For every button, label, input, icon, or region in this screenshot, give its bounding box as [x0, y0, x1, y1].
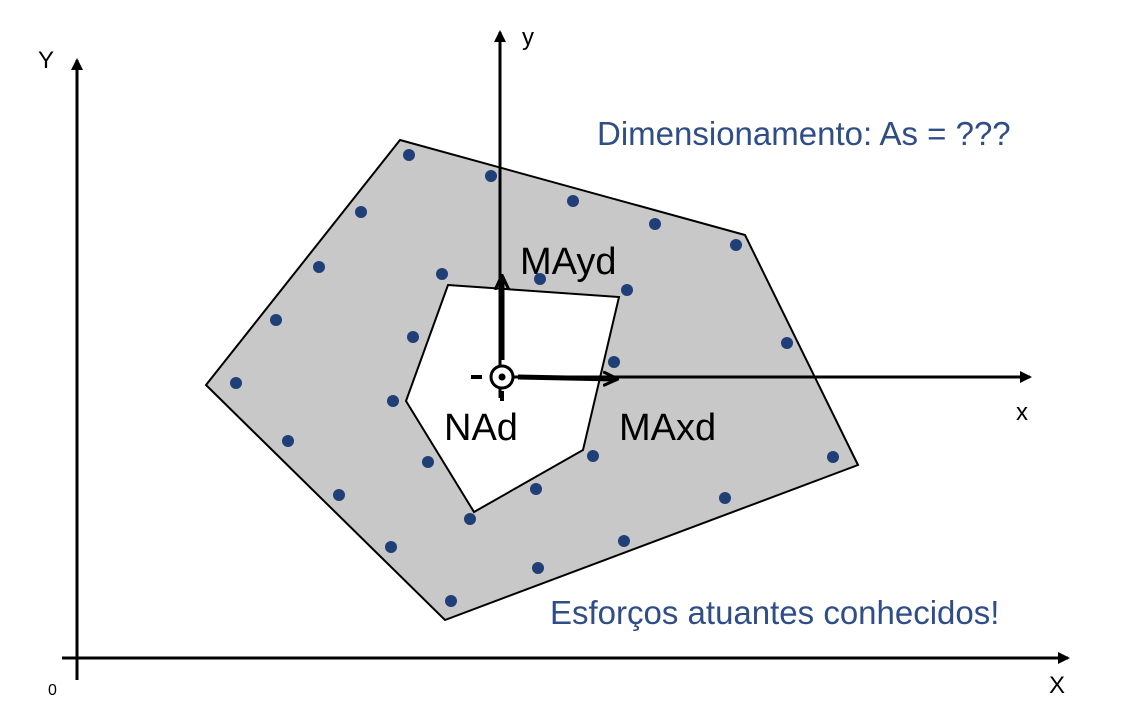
rebar [464, 513, 476, 525]
origin-label: 0 [48, 682, 57, 699]
global-x-label: X [1049, 672, 1065, 699]
known-forces-note: Esforços atuantes conhecidos! [550, 594, 999, 631]
moment-x-arrow [517, 377, 616, 379]
rebar [781, 337, 793, 349]
rebar [618, 535, 630, 547]
concrete-section [204, 138, 860, 622]
rebar [608, 356, 620, 368]
rebar [827, 451, 839, 463]
rebar [385, 541, 397, 553]
rebar [719, 492, 731, 504]
rebar [621, 284, 633, 296]
rebar [230, 377, 242, 389]
rebar [387, 395, 399, 407]
rebar-group [230, 149, 839, 607]
rebar [534, 273, 546, 285]
rebar [485, 170, 497, 182]
rebar [530, 483, 542, 495]
rebar [422, 456, 434, 468]
rebar [270, 314, 282, 326]
rebar [282, 435, 294, 447]
rebar [587, 450, 599, 462]
moment-y-label: MAyd [520, 241, 616, 283]
rebar [355, 206, 367, 218]
local-y-label: y [522, 24, 534, 51]
rebar [445, 595, 457, 607]
rebar [313, 261, 325, 273]
rebar [532, 562, 544, 574]
normal-force-dot [498, 373, 506, 381]
local-x-label: x [1016, 399, 1028, 426]
global-y-label: Y [38, 47, 54, 74]
rebar [407, 331, 419, 343]
rebar [567, 195, 579, 207]
moment-x-label: MAxd [619, 407, 716, 449]
rebar [436, 268, 448, 280]
normal-force-symbol [471, 364, 515, 401]
rebar [730, 239, 742, 251]
normal-force-label: NAd [444, 407, 518, 449]
rebar [649, 218, 661, 230]
rebar [403, 149, 415, 161]
rebar [333, 489, 345, 501]
dimensioning-note: Dimensionamento: As = ??? [597, 115, 1011, 152]
